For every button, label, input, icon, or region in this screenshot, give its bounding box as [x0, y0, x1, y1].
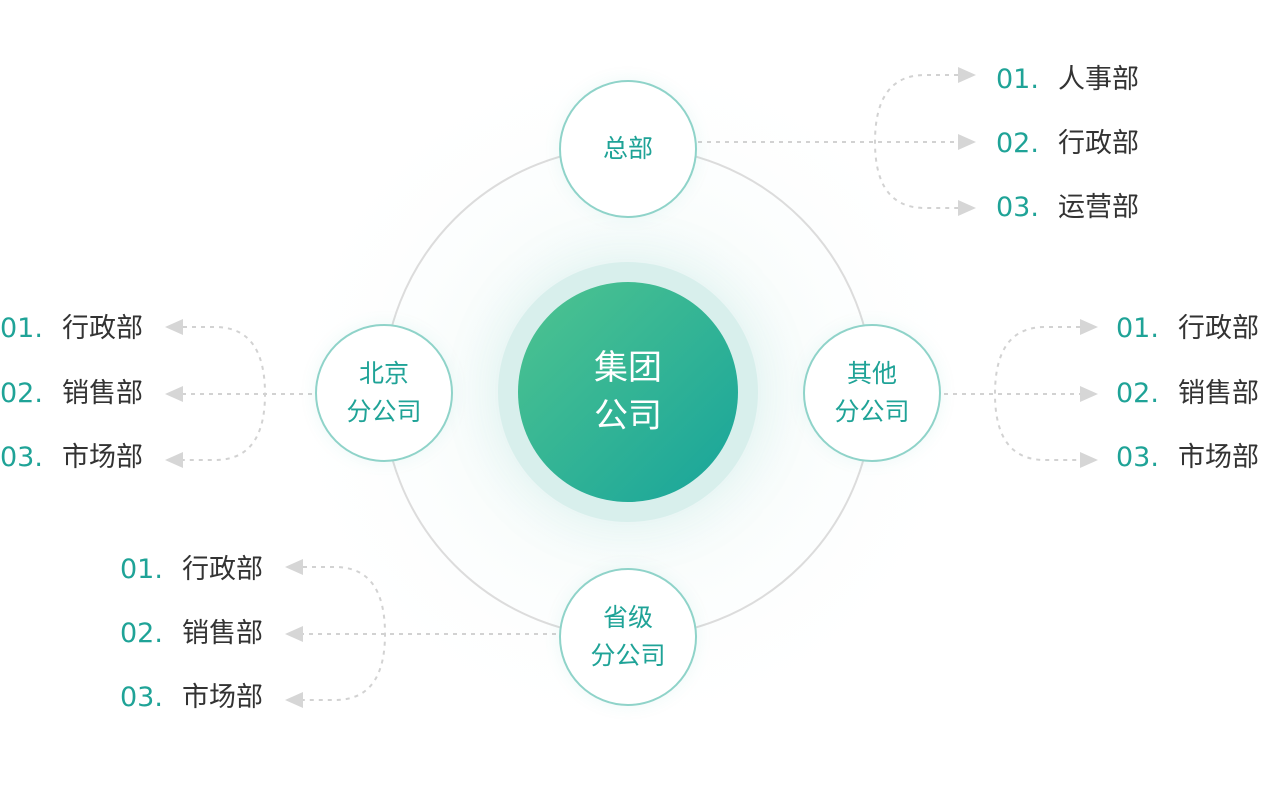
branch-node-label-line1: 其他 [846, 359, 897, 388]
item-number: 01. [0, 313, 43, 344]
item-label: 销售部 [182, 618, 263, 649]
item-number: 01. [996, 64, 1039, 95]
item-number: 01. [120, 554, 163, 585]
item-label: 行政部 [62, 313, 143, 344]
list-item: 03. 市场部 [120, 680, 263, 716]
item-number: 03. [120, 682, 163, 713]
list-item: 03. 运营部 [996, 190, 1139, 226]
list-item: 01. 行政部 [1116, 311, 1259, 347]
branch-node-label-line2: 分公司 [590, 641, 666, 670]
item-number: 02. [1116, 378, 1159, 409]
connectors-top [698, 74, 958, 209]
item-number: 01. [1116, 313, 1159, 344]
arrows-bottom [285, 559, 303, 708]
item-number: 02. [0, 378, 43, 409]
list-item: 02. 销售部 [120, 616, 263, 652]
arrows-top [958, 67, 976, 216]
branch-node-beijing: 北京 分公司 [315, 324, 453, 462]
list-item: 01. 人事部 [996, 62, 1139, 98]
item-label: 运营部 [1058, 192, 1139, 223]
arrows-right [1080, 319, 1098, 468]
list-item: 02. 销售部 [0, 376, 143, 412]
branch-node-headquarters: 总部 [559, 80, 697, 218]
list-item: 01. 行政部 [120, 552, 263, 588]
item-label: 人事部 [1058, 64, 1139, 95]
item-label: 市场部 [1178, 442, 1259, 473]
item-number: 03. [1116, 442, 1159, 473]
item-label: 销售部 [62, 378, 143, 409]
list-item: 03. 市场部 [0, 440, 143, 476]
branch-node-label: 总部 [602, 134, 653, 163]
center-node-line1: 集团 [594, 348, 662, 388]
list-item: 02. 行政部 [996, 126, 1139, 162]
item-label: 市场部 [62, 442, 143, 473]
item-label: 行政部 [182, 554, 263, 585]
item-number: 02. [996, 128, 1039, 159]
branch-node-label-line2: 分公司 [834, 397, 910, 426]
connectors-left [183, 326, 312, 461]
item-label: 行政部 [1058, 128, 1139, 159]
item-label: 市场部 [182, 682, 263, 713]
item-label: 销售部 [1178, 378, 1259, 409]
item-number: 03. [996, 192, 1039, 223]
branch-node-provincial: 省级 分公司 [559, 568, 697, 706]
arrows-left [165, 319, 183, 468]
center-node-group-company: 集团 公司 [518, 282, 738, 502]
item-number: 03. [0, 442, 43, 473]
branch-node-label-line1: 省级 [602, 603, 653, 632]
item-label: 行政部 [1178, 313, 1259, 344]
list-item: 03. 市场部 [1116, 440, 1259, 476]
branch-node-other: 其他 分公司 [803, 324, 941, 462]
list-item: 02. 销售部 [1116, 376, 1259, 412]
branch-node-label-line2: 分公司 [346, 397, 422, 426]
center-node-line2: 公司 [594, 396, 662, 436]
branch-node-label-line1: 北京 [358, 359, 409, 388]
list-item: 01. 行政部 [0, 311, 143, 347]
connectors-bottom [303, 566, 556, 701]
item-number: 02. [120, 618, 163, 649]
connectors-right [944, 326, 1080, 461]
